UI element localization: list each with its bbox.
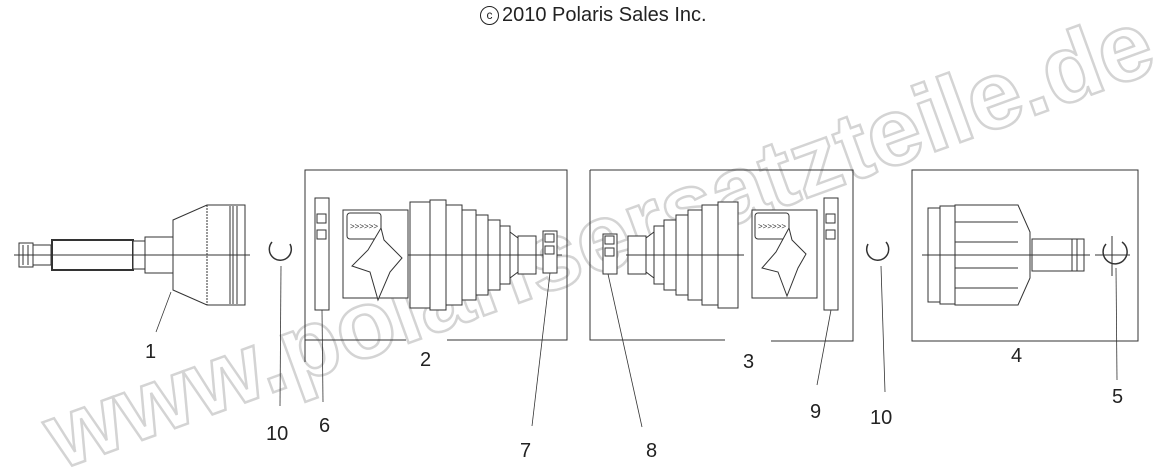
callout-2[interactable]: 2 [420,349,431,371]
callout-4[interactable]: 4 [1011,345,1022,367]
leader-lines [155,265,1118,428]
grease-packet-label: >>>>>> [350,222,378,231]
part-10-circlip-right[interactable] [865,241,890,261]
callout-9[interactable]: 9 [810,401,821,423]
callout-8[interactable]: 8 [646,440,657,462]
callout-7[interactable]: 7 [520,440,531,462]
callout-1[interactable]: 1 [145,341,156,363]
callout-10-left[interactable]: 10 [266,423,288,445]
part-10-circlip-left[interactable] [268,241,293,261]
callout-3[interactable]: 3 [743,351,754,373]
kit-box-2[interactable]: >>>>>> [304,169,568,362]
part-5-circlip-shaft[interactable] [1095,236,1130,276]
part-1-outer-cv-joint[interactable] [14,204,250,306]
kit-box-4[interactable] [911,169,1139,342]
callout-10-right[interactable]: 10 [870,407,892,429]
copyright-symbol: c [480,6,499,25]
grease-packet-label: >>>>>> [758,222,786,231]
copyright-text: 2010 Polaris Sales Inc. [502,4,707,26]
kit-box-3[interactable]: >>>>>> [589,169,854,342]
callout-6[interactable]: 6 [319,415,330,437]
callout-5[interactable]: 5 [1112,386,1123,408]
callout-labels: 1 2 3 4 5 6 7 8 9 10 10 [145,341,1123,462]
